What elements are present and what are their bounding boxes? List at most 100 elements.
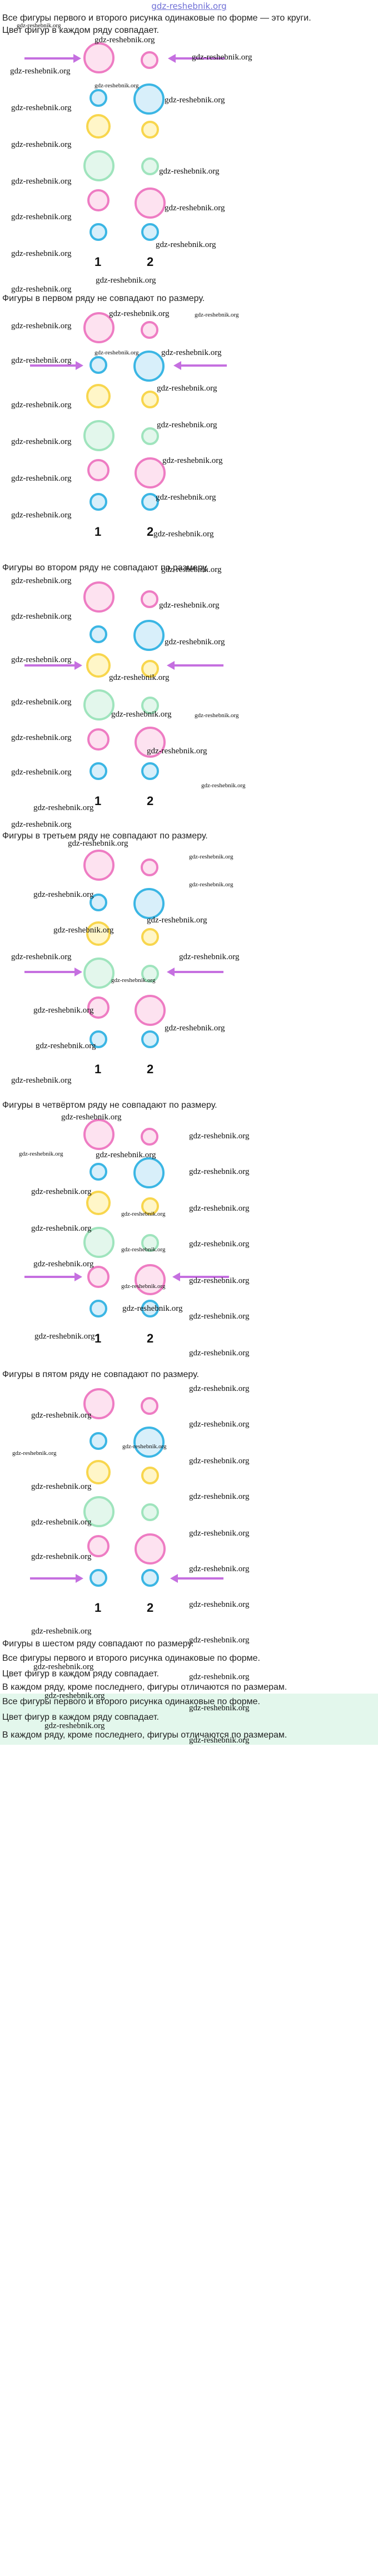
circle-right-row6: [141, 493, 159, 511]
watermark: gdz-reshebnik.org: [189, 1704, 250, 1713]
circle-left-row6: [89, 223, 107, 241]
watermark: gdz-reshebnik.org: [161, 348, 222, 357]
watermark: gdz-reshebnik.org: [11, 285, 72, 294]
text-row6-size: Фигуры в шестом ряду совпадают по размер…: [2, 1639, 194, 1649]
watermark: gdz-reshebnik.org: [10, 67, 71, 76]
circle-right-row1: [141, 1128, 158, 1146]
watermark: gdz-reshebnik.org: [11, 249, 72, 258]
watermark: gdz-reshebnik.org: [31, 1627, 92, 1636]
circle-left-row4: [83, 1496, 115, 1527]
watermark: gdz-reshebnik.org: [165, 96, 225, 105]
watermark: gdz-reshebnik.org: [11, 103, 72, 112]
watermark: gdz-reshebnik.org: [96, 1151, 156, 1159]
column-label-1: 1: [94, 525, 102, 539]
circle-right-row1: [141, 590, 158, 608]
answer-size: В каждом ряду, кроме последнего, фигуры …: [2, 1730, 287, 1740]
arrow-left-icon: [172, 1272, 229, 1281]
arrow-right-icon: [24, 661, 82, 670]
watermark: gdz-reshebnik.org: [17, 22, 61, 29]
answer-highlight: [0, 1694, 378, 1745]
watermark: gdz-reshebnik.org: [33, 1662, 94, 1671]
circle-left-row2: [89, 1432, 107, 1450]
watermark: gdz-reshebnik.org: [68, 839, 128, 848]
circle-right-row1: [141, 321, 158, 339]
watermark: gdz-reshebnik.org: [31, 1518, 92, 1527]
watermark: gdz-reshebnik.org: [165, 204, 225, 213]
circle-right-row3: [141, 660, 159, 678]
conclusion-size: В каждом ряду, кроме последнего, фигуры …: [2, 1682, 287, 1692]
answer-shape: Все фигуры первого и второго рисунка оди…: [2, 1697, 260, 1706]
watermark: gdz-reshebnik.org: [156, 493, 216, 502]
watermark: gdz-reshebnik.org: [189, 1736, 250, 1745]
watermark: gdz-reshebnik.org: [189, 1349, 250, 1358]
watermark: gdz-reshebnik.org: [11, 177, 72, 186]
circle-left-row4: [83, 150, 115, 181]
watermark: gdz-reshebnik.org: [195, 712, 239, 719]
watermark: gdz-reshebnik.org: [11, 698, 72, 707]
watermark: gdz-reshebnik.org: [11, 576, 72, 585]
site-logo[interactable]: gdz-reshebnik.org: [151, 1, 227, 11]
watermark: gdz-reshebnik.org: [122, 1304, 183, 1313]
intro-text-color: Цвет фигур в каждом ряду совпадает.: [2, 26, 159, 35]
circle-right-row6: [141, 1300, 159, 1317]
watermark: gdz-reshebnik.org: [147, 747, 207, 756]
watermark: gdz-reshebnik.org: [36, 1042, 96, 1050]
column-label-2: 2: [147, 525, 154, 539]
watermark: gdz-reshebnik.org: [121, 1246, 166, 1253]
column-label-2: 2: [147, 1601, 154, 1615]
circle-right-row5: [135, 1533, 166, 1565]
watermark: gdz-reshebnik.org: [44, 1721, 105, 1730]
watermark: gdz-reshebnik.org: [11, 820, 72, 829]
column-label-1: 1: [94, 1331, 102, 1345]
circle-right-row2: [133, 1427, 165, 1458]
watermark: gdz-reshebnik.org: [189, 1132, 250, 1141]
intro-text-shape: Все фигуры первого и второго рисунка оди…: [2, 13, 311, 23]
column-label-1: 1: [94, 1062, 102, 1076]
circle-right-row6: [141, 1569, 159, 1587]
answer-color: Цвет фигур в каждом ряду совпадает.: [2, 1713, 159, 1722]
arrow-right-icon: [30, 1574, 83, 1583]
circle-left-row1: [83, 42, 115, 73]
circle-right-row2: [133, 620, 165, 651]
watermark: gdz-reshebnik.org: [11, 140, 72, 149]
watermark: gdz-reshebnik.org: [165, 638, 225, 647]
circle-left-row4: [83, 689, 115, 721]
circle-right-row2: [133, 351, 165, 382]
watermark: gdz-reshebnik.org: [11, 213, 72, 221]
circle-left-row1: [83, 312, 115, 343]
watermark: gdz-reshebnik.org: [11, 401, 72, 409]
conclusion-color: Цвет фигур в каждом ряду совпадает.: [2, 1669, 159, 1679]
circle-right-row1: [141, 1397, 158, 1415]
watermark: gdz-reshebnik.org: [94, 36, 155, 45]
watermark: gdz-reshebnik.org: [195, 312, 239, 318]
watermark: gdz-reshebnik.org: [96, 276, 156, 285]
watermark: gdz-reshebnik.org: [157, 384, 217, 393]
text-row4-size: Фигуры в четвёртом ряду не совпадают по …: [2, 1101, 217, 1110]
watermark: gdz-reshebnik.org: [11, 768, 72, 777]
watermark: gdz-reshebnik.org: [11, 356, 72, 365]
watermark: gdz-reshebnik.org: [11, 733, 72, 742]
watermark: gdz-reshebnik.org: [159, 601, 220, 610]
circle-left-row5: [87, 459, 110, 481]
watermark: gdz-reshebnik.org: [33, 1260, 94, 1269]
circle-left-row1: [83, 1119, 115, 1150]
circle-left-row2: [89, 894, 107, 911]
watermark: gdz-reshebnik.org: [189, 1167, 250, 1176]
watermark: gdz-reshebnik.org: [162, 456, 223, 465]
circle-right-row5: [135, 1264, 166, 1295]
circle-right-row5: [135, 727, 166, 758]
watermark: gdz-reshebnik.org: [165, 1024, 225, 1033]
column-label-1: 1: [94, 794, 102, 808]
circle-right-row2: [133, 888, 165, 919]
circle-left-row5: [87, 728, 110, 751]
text-row1-size: Фигуры в первом ряду не совпадают по раз…: [2, 294, 205, 303]
watermark: gdz-reshebnik.org: [156, 240, 216, 249]
text-row5-size: Фигуры в пятом ряду не совпадают по разм…: [2, 1370, 199, 1379]
watermark: gdz-reshebnik.org: [153, 530, 214, 539]
watermark: gdz-reshebnik.org: [161, 565, 222, 574]
circle-left-row3: [86, 1460, 111, 1484]
circle-right-row3: [141, 1467, 159, 1484]
watermark: gdz-reshebnik.org: [31, 1482, 92, 1491]
arrow-left-icon: [173, 361, 227, 370]
watermark: gdz-reshebnik.org: [179, 953, 240, 961]
